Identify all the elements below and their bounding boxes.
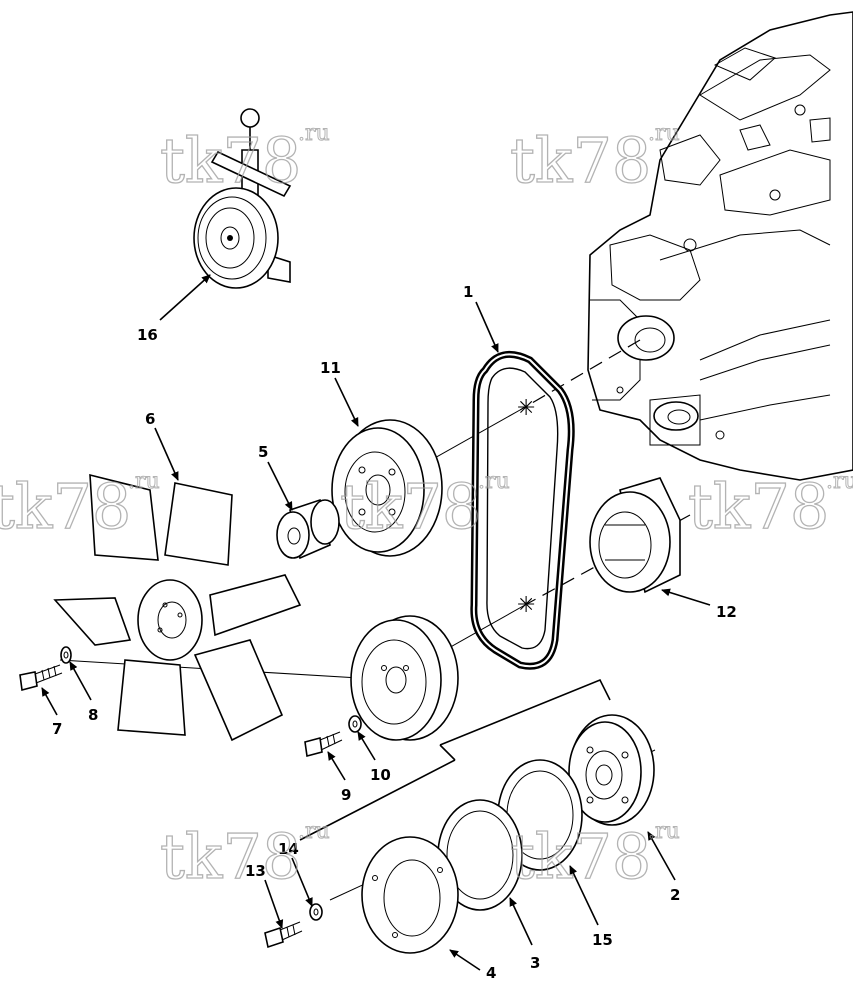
watermark-suffix: .ru: [648, 819, 680, 844]
callout-2: 2: [670, 886, 680, 904]
watermark-text: tk78: [510, 820, 651, 893]
watermark-text: tk78: [0, 470, 131, 543]
watermark-suffix: .ru: [298, 121, 330, 146]
callout-10: 10: [370, 766, 391, 784]
watermark-suffix: .ru: [648, 121, 680, 146]
bolt-13: [264, 921, 303, 949]
leader-arrows: [41, 274, 711, 971]
watermark-text: tk78: [160, 820, 301, 893]
callout-9: 9: [341, 786, 351, 804]
axis-star-lower: ✳: [517, 593, 535, 618]
front-plate: [361, 836, 459, 954]
callout-14: 14: [278, 840, 299, 858]
callout-4: 4: [486, 964, 496, 982]
callout-13: 13: [245, 862, 266, 880]
upper-pulley: [331, 419, 443, 557]
watermark-text: tk78: [688, 470, 829, 543]
callout-6: 6: [145, 410, 155, 428]
washer-10: [348, 715, 362, 733]
crankshaft-pulley: [350, 615, 459, 741]
bolt-9: [304, 731, 343, 758]
watermark-suffix: .ru: [298, 819, 330, 844]
axis-star-upper: ✳: [517, 396, 535, 421]
callout-5: 5: [258, 443, 268, 461]
drive-belt: [470, 350, 575, 670]
watermark-suffix: .ru: [478, 469, 510, 494]
callout-11: 11: [320, 359, 341, 377]
pulley-puller-tool: [193, 108, 292, 289]
fan-spacer: [276, 498, 340, 560]
bolt-7: [19, 664, 63, 692]
cooling-fan: [53, 473, 302, 742]
callout-1: 1: [463, 283, 473, 301]
watermark-suffix: .ru: [128, 469, 160, 494]
watermark-suffix: .ru: [826, 469, 853, 494]
damper-ring: [589, 477, 681, 594]
callout-12: 12: [716, 603, 737, 621]
callout-16: 16: [137, 326, 158, 344]
watermark-text: tk78: [510, 124, 651, 197]
callout-3: 3: [530, 954, 540, 972]
callout-labels: 1 2 3 4 5 6 7 8 9 10 11 12 13 14 15 16: [52, 283, 737, 982]
group-bracket: [299, 678, 611, 841]
washer-14: [309, 903, 323, 921]
callout-7: 7: [52, 720, 62, 738]
washer-8: [60, 646, 72, 664]
watermark-text: tk78: [160, 124, 301, 197]
callout-8: 8: [88, 706, 98, 724]
engine-block: [587, 11, 853, 481]
watermark-text: tk78: [340, 470, 481, 543]
callout-15: 15: [592, 931, 613, 949]
watermarks: tk78 .ru tk78 .ru tk78 .ru tk78 .ru tk78…: [0, 121, 853, 894]
pulley-hub: [568, 714, 655, 826]
